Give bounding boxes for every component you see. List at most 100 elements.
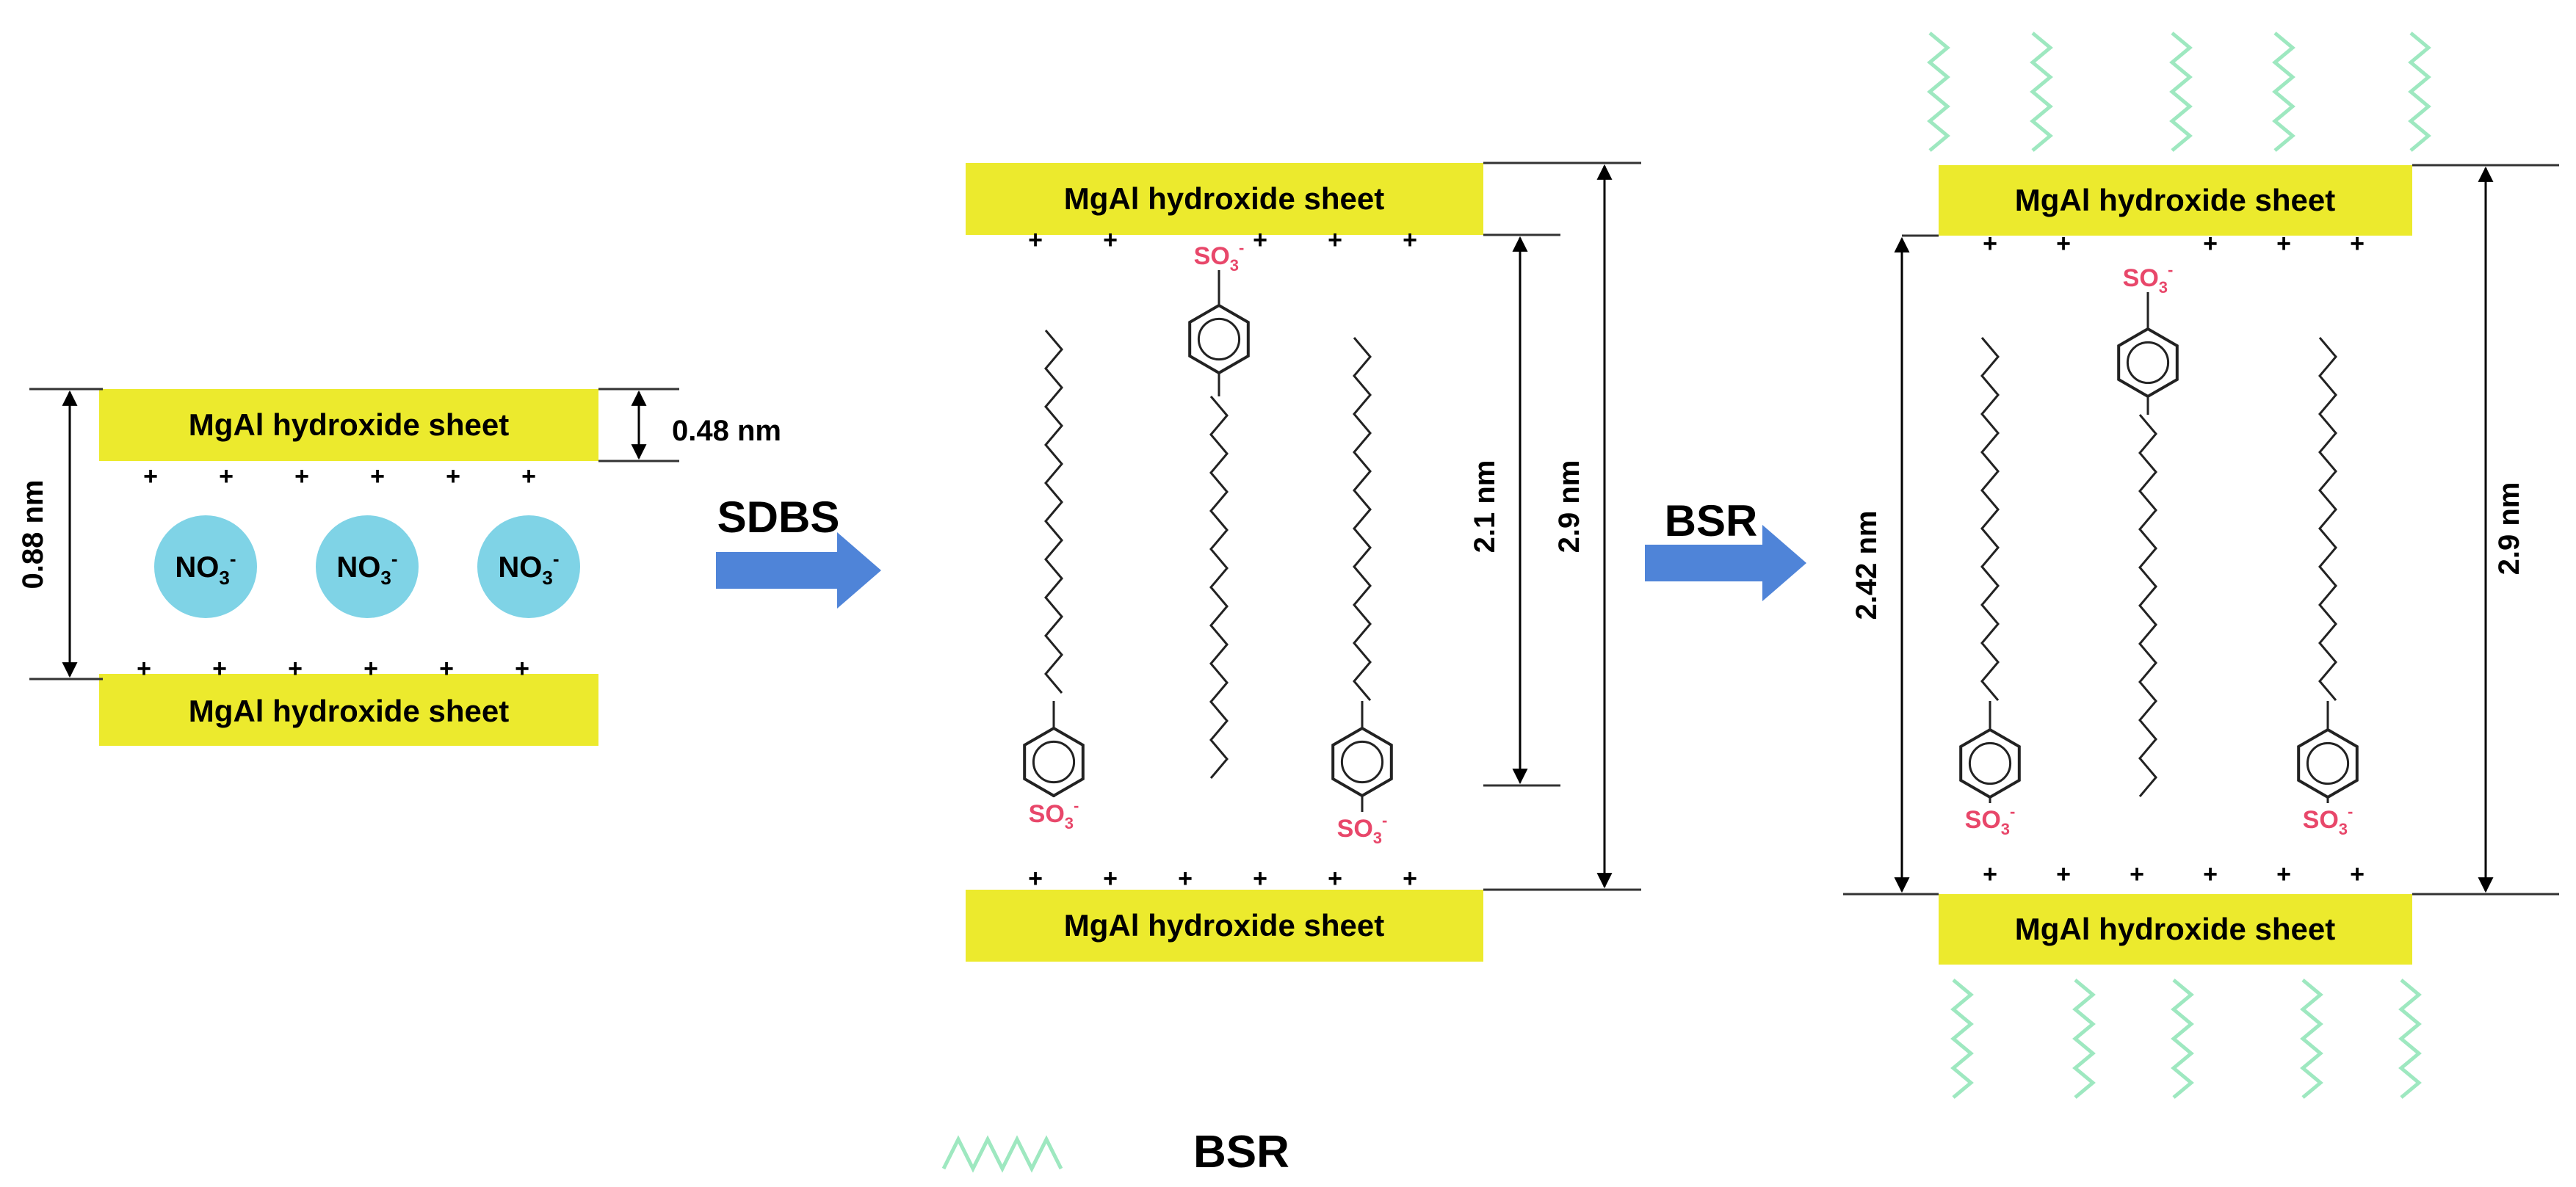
svg-text:0.88 nm: 0.88 nm (17, 480, 49, 589)
svg-text:2.9 nm: 2.9 nm (2493, 482, 2525, 576)
alkyl-chain (1044, 330, 1063, 694)
bsr-chain (2171, 979, 2194, 1099)
svg-text:NO3-: NO3- (175, 548, 236, 589)
legend: BSR (941, 1127, 1289, 1177)
nitrate-ion: NO3- (477, 515, 580, 618)
svg-text:+: + (515, 655, 529, 683)
legend-bsr-wave (941, 1135, 1063, 1173)
svg-text:+: + (1103, 226, 1118, 254)
bsr-chain (2169, 32, 2193, 152)
benzene-ring (1959, 727, 2021, 799)
svg-text:+: + (1103, 865, 1118, 893)
benzene-ring (1331, 726, 1393, 798)
svg-text:2.9 nm: 2.9 nm (1553, 460, 1585, 553)
sdbs-molecules-bsr: SO3- SO3- SO3- (1959, 261, 2359, 838)
benzene-ring (1023, 726, 1085, 798)
benzene-ring (2117, 327, 2179, 399)
bsr-chain (2272, 32, 2295, 152)
svg-text:+: + (2276, 860, 2291, 888)
sheet-bottom-1 (99, 674, 598, 746)
svg-text:+: + (1253, 226, 1267, 254)
svg-text:+: + (446, 462, 460, 490)
bsr-chain (2030, 32, 2053, 152)
sdbs-molecule: SO3- (1023, 330, 1085, 832)
sulfonate-label: SO3- (2303, 802, 2354, 838)
alkyl-chain (1353, 337, 1372, 701)
alkyl-chain (1209, 396, 1229, 779)
svg-text:+: + (2203, 860, 2218, 888)
plus-charges-bottom-3: + + + + + + (1983, 860, 2365, 888)
svg-text:+: + (2056, 230, 2071, 258)
panel-sdbs: MgAl hydroxide sheet MgAl hydroxide shee… (966, 161, 1641, 962)
sulfonate-label: SO3- (2123, 261, 2174, 297)
svg-text:+: + (370, 462, 385, 490)
sheet-top-1 (99, 389, 598, 461)
bsr-chains-bottom (1950, 979, 2422, 1099)
svg-text:+: + (1403, 226, 1417, 254)
sulfonate-label: SO3- (1194, 239, 1245, 275)
svg-text:+: + (212, 655, 227, 683)
benzene-ring (2297, 727, 2359, 799)
dimension-basal-spacing-nitrate: 0.88 nm (17, 388, 103, 680)
panel-bsr: MgAl hydroxide sheet MgAl hydroxide shee… (1843, 32, 2559, 1099)
sheet-top-3 (1939, 165, 2412, 236)
svg-text:+: + (294, 462, 309, 490)
svg-text:+: + (2350, 860, 2365, 888)
svg-text:+: + (2203, 230, 2218, 258)
svg-text:+: + (1983, 230, 1997, 258)
dimension-gallery-sdbs: 2.1 nm (1469, 233, 1560, 787)
nitrate-ion: NO3- (316, 515, 419, 618)
sheet-label: MgAl hydroxide sheet (2015, 912, 2335, 946)
svg-text:2.42 nm: 2.42 nm (1850, 511, 1883, 620)
svg-text:+: + (1983, 860, 1997, 888)
svg-text:+: + (1253, 865, 1267, 893)
legend-label: BSR (1193, 1127, 1289, 1177)
svg-text:+: + (137, 655, 151, 683)
sheet-label: MgAl hydroxide sheet (189, 407, 509, 442)
dimension-gallery-bsr: 2.42 nm (1843, 234, 1939, 896)
bsr-chain (2408, 32, 2431, 152)
svg-text:+: + (2056, 860, 2071, 888)
sheet-bottom-2 (966, 890, 1483, 962)
svg-text:+: + (363, 655, 378, 683)
bsr-chain (2300, 979, 2323, 1099)
sdbs-molecule: SO3- (2297, 337, 2359, 838)
sdbs-molecule: SO3- (2117, 261, 2179, 797)
dimension-basal-spacing-sdbs: 2.9 nm (1483, 161, 1641, 891)
arrow-step-bsr: BSR (1645, 496, 1806, 601)
sulfonate-label: SO3- (1965, 802, 2016, 838)
plus-charges-top-1: + + + + + + (143, 462, 536, 490)
svg-text:+: + (2130, 860, 2144, 888)
svg-text:+: + (1403, 865, 1417, 893)
svg-text:+: + (1178, 865, 1193, 893)
sheet-bottom-3 (1939, 894, 2412, 965)
svg-text:+: + (1028, 226, 1043, 254)
svg-text:+: + (288, 655, 303, 683)
plus-charges-top-3: + + + + + (1983, 230, 2365, 258)
svg-text:+: + (2276, 230, 2291, 258)
sheet-label: MgAl hydroxide sheet (1064, 181, 1384, 216)
svg-text:+: + (219, 462, 234, 490)
benzene-ring (1188, 303, 1250, 375)
sulfonate-label: SO3- (1337, 811, 1388, 847)
sdbs-molecules: SO3- SO3- SO3- (1023, 239, 1393, 847)
sdbs-molecule: SO3- (1188, 239, 1250, 779)
svg-text:BSR: BSR (1665, 496, 1758, 545)
sdbs-molecule: SO3- (1959, 337, 2021, 838)
nitrate-ion: NO3- (154, 515, 257, 618)
alkyl-chain (2138, 414, 2157, 797)
bsr-chain (1927, 32, 1950, 152)
sheet-top-2 (966, 163, 1483, 235)
sulfonate-label: SO3- (1029, 796, 1079, 832)
sheet-label: MgAl hydroxide sheet (189, 694, 509, 728)
svg-text:0.48 nm: 0.48 nm (672, 415, 781, 447)
svg-text:NO3-: NO3- (336, 548, 397, 589)
svg-text:NO3-: NO3- (498, 548, 559, 589)
svg-text:+: + (521, 462, 536, 490)
bsr-chain (1950, 979, 1974, 1099)
svg-text:+: + (143, 462, 158, 490)
svg-text:+: + (1328, 226, 1342, 254)
bsr-chains-top (1927, 32, 2431, 152)
